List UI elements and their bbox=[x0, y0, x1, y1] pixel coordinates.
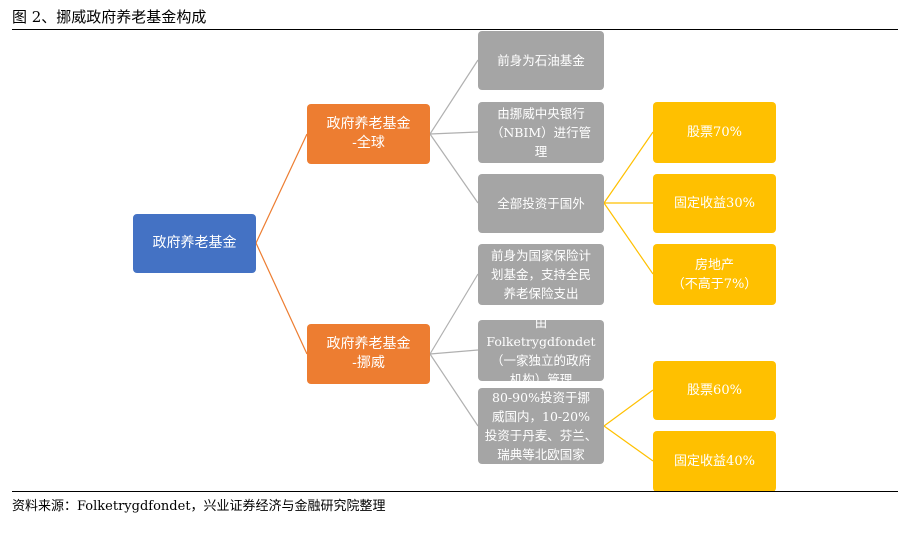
node-n1: 前身为国家保险计 划基金，支持全民 养老保险支出 bbox=[478, 244, 604, 305]
node-g2-label: 由挪威中央银行 （NBIM）进行管 理 bbox=[490, 106, 592, 159]
node-g2: 由挪威中央银行 （NBIM）进行管 理 bbox=[478, 102, 604, 163]
node-g1-label: 前身为石油基金 bbox=[497, 53, 585, 68]
connector-global-g3 bbox=[429, 133, 479, 204]
node-g3-label: 全部投资于国外 bbox=[497, 196, 585, 211]
node-na2: 固定收益40% bbox=[653, 431, 776, 492]
node-na1: 股票60% bbox=[653, 361, 776, 420]
node-global: 政府养老基金 -全球 bbox=[307, 104, 430, 164]
node-n3-label: 80-90%投资于挪 威国内，10-20% 投资于丹麦、芬兰、 瑞典等北欧国家 bbox=[484, 390, 598, 462]
connector-norway-n3 bbox=[429, 353, 479, 427]
node-na1-label: 股票60% bbox=[687, 383, 742, 398]
connector-norway-n1 bbox=[429, 273, 479, 355]
node-ga2: 固定收益30% bbox=[653, 174, 776, 233]
node-n1-label: 前身为国家保险计 划基金，支持全民 养老保险支出 bbox=[490, 248, 591, 301]
connector-global-g1 bbox=[429, 59, 479, 135]
node-root-label: 政府养老基金 bbox=[152, 235, 237, 251]
node-root: 政府养老基金 bbox=[133, 214, 256, 273]
node-ga2-label: 固定收益30% bbox=[674, 196, 755, 211]
node-global-label: 政府养老基金 -全球 bbox=[326, 116, 411, 151]
connector-norway-n2 bbox=[429, 349, 479, 355]
connector-n3-na2 bbox=[603, 425, 654, 462]
node-n2-label: 由Folketrygdfondet （一家独立的政府 机构）管理 bbox=[486, 314, 596, 387]
connector-root-norway bbox=[255, 242, 308, 355]
node-ga1-label: 股票70% bbox=[687, 125, 742, 140]
figure-title: 图 2、挪威政府养老基金构成 bbox=[12, 8, 207, 26]
node-n2: 由Folketrygdfondet （一家独立的政府 机构）管理 bbox=[478, 315, 604, 387]
node-g1: 前身为石油基金 bbox=[478, 31, 604, 90]
node-n3: 80-90%投资于挪 威国内，10-20% 投资于丹麦、芬兰、 瑞典等北欧国家 bbox=[478, 388, 604, 464]
source-note: 资料来源：Folketrygdfondet，兴业证券经济与金融研究院整理 bbox=[12, 499, 386, 514]
node-ga1: 股票70% bbox=[653, 102, 776, 163]
connector-n3-na1 bbox=[603, 389, 654, 427]
connector-root-global bbox=[255, 133, 308, 244]
connector-g3-ga1 bbox=[603, 131, 654, 204]
node-na2-label: 固定收益40% bbox=[674, 454, 755, 469]
top-rule bbox=[12, 29, 898, 30]
node-norway: 政府养老基金 -挪威 bbox=[307, 324, 430, 384]
connector-g3-ga3 bbox=[603, 202, 654, 275]
connector-global-g2 bbox=[429, 131, 479, 135]
node-ga3: 房地产 （不高于7%） bbox=[653, 244, 776, 305]
node-g3: 全部投资于国外 bbox=[478, 174, 604, 233]
node-ga3-label: 房地产 （不高于7%） bbox=[671, 257, 758, 292]
bottom-rule bbox=[12, 491, 898, 492]
node-norway-label: 政府养老基金 -挪威 bbox=[326, 336, 411, 371]
